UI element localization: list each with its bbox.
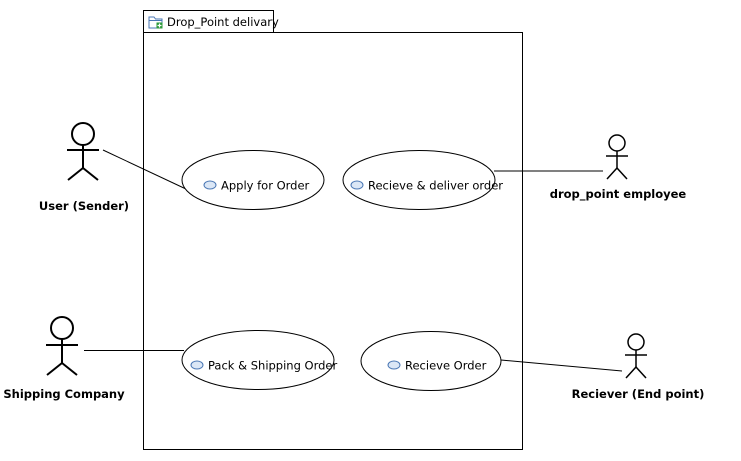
use-case-icon [190,360,204,370]
actor-label: User (Sender) [39,199,129,213]
actor-label: drop_point employee [550,187,687,202]
stick-figure-icon [67,122,99,181]
use-case-receive-deliver[interactable]: Recieve & deliver order [342,150,503,210]
actor-employee[interactable]: drop_point employee [550,134,687,202]
use-case-label: Recieve Order [405,359,487,373]
actor-label: Shipping Company [3,387,125,401]
use-case-icon [387,360,401,370]
use-case-label: Apply for Order [221,179,310,193]
stick-figure-icon [625,333,647,379]
use-case-receive[interactable]: Recieve Order [360,331,502,391]
use-case-icon [350,180,364,190]
use-case-label: Pack & Shipping Order [208,359,338,373]
actor-sender[interactable]: User (Sender) [39,122,129,213]
actor-receiver[interactable]: Reciever (End point) [572,333,705,401]
stick-figure-icon [46,316,78,376]
use-case-icon [203,180,217,190]
use-case-pack-ship[interactable]: Pack & Shipping Order [181,330,338,390]
association-receiver-receive[interactable] [500,359,623,372]
actor-shipping-company[interactable]: Shipping Company [3,316,125,401]
use-case-label: Recieve & deliver order [368,179,503,193]
actor-label: Reciever (End point) [572,387,705,401]
package-title: Drop_Point delivary [167,15,279,29]
package-icon [148,16,163,29]
use-case-apply[interactable]: Apply for Order [181,150,325,210]
stick-figure-icon [606,134,628,180]
